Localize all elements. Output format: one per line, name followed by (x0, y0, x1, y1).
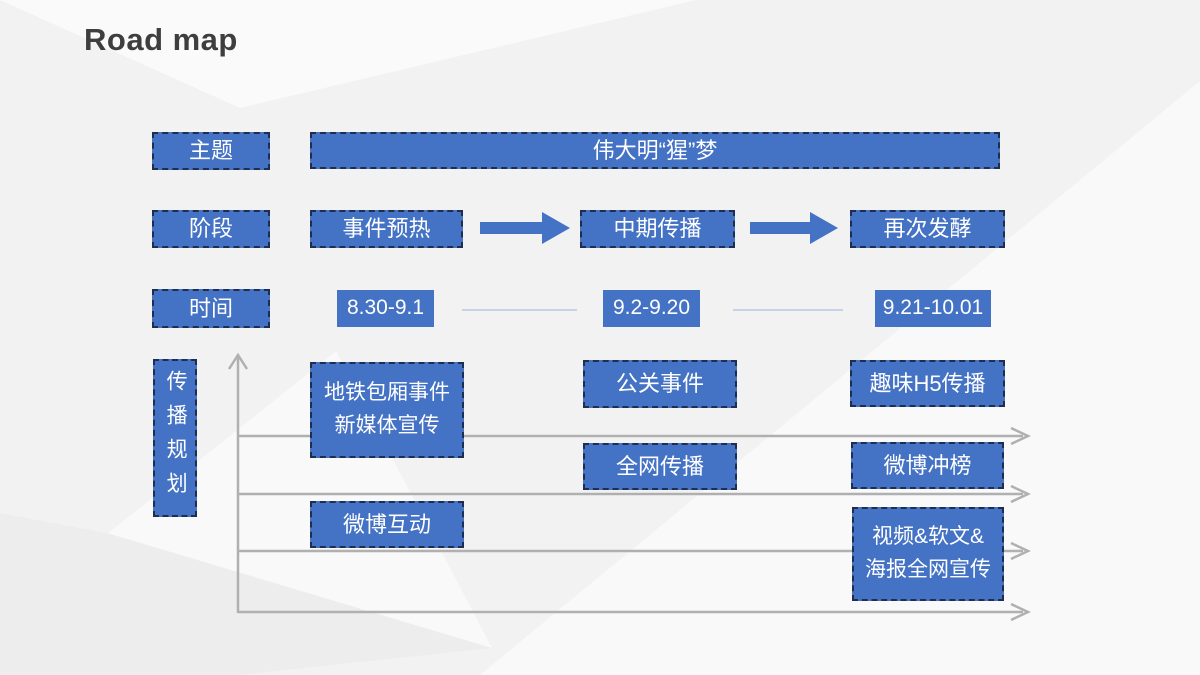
phase-text: 再次发酵 (883, 216, 972, 242)
plan-label: 传播规划 (164, 370, 188, 506)
plan-text: 新媒体宣传 (334, 414, 440, 437)
plan-text: 海报全网宣传 (865, 558, 991, 581)
time-box-2: 9.2-9.20 (603, 290, 700, 327)
theme-value-box: 伟大明“猩”梦 (310, 132, 1000, 169)
plan-box-weibo-ranking: 微博冲榜 (851, 442, 1004, 489)
plan-text: 地铁包厢事件 (324, 381, 450, 405)
stage-arrow-right-icon (750, 212, 838, 244)
plan-text: 全网传播 (615, 453, 704, 479)
theme-label-box: 主题 (152, 132, 270, 170)
phase-box-midterm: 中期传播 (580, 210, 735, 248)
plan-box-subway-event: 地铁包厢事件 新媒体宣传 (310, 362, 464, 458)
time-label-box: 时间 (152, 289, 270, 328)
phase-box-preheat: 事件预热 (310, 210, 463, 248)
vertical-axis-arrow-icon (227, 352, 249, 613)
time-box-3: 9.21-10.01 (875, 290, 991, 327)
plan-text: 微博冲榜 (883, 452, 972, 478)
plan-box-h5-spread: 趣味H5传播 (850, 360, 1005, 407)
plan-box-pr-event: 公关事件 (583, 360, 737, 408)
time-text: 8.30-9.1 (346, 296, 425, 320)
plan-box-video-poster: 视频&软文& 海报全网宣传 (852, 507, 1004, 601)
plan-box-weibo-interaction: 微博互动 (310, 501, 464, 548)
page-title: Road map (84, 22, 238, 57)
time-box-1: 8.30-9.1 (337, 290, 434, 327)
time-label: 时间 (188, 295, 233, 321)
time-text: 9.2-9.20 (612, 296, 691, 320)
plan-text: 视频&软文& (871, 525, 984, 549)
plan-text: 趣味H5传播 (869, 370, 986, 396)
plan-text: 微博互动 (342, 511, 431, 537)
phase-text: 中期传播 (613, 216, 702, 242)
plan-text: 公关事件 (615, 371, 704, 397)
time-text: 9.21-10.01 (882, 296, 984, 320)
plan-box-fullweb-spread: 全网传播 (583, 443, 737, 490)
phase-label-box: 阶段 (152, 210, 270, 248)
theme-value: 伟大明“猩”梦 (592, 137, 718, 163)
phase-label: 阶段 (188, 216, 233, 242)
plan-label-box: 传播规划 (153, 359, 197, 517)
stage-arrow-right-icon (480, 212, 570, 244)
phase-text: 事件预热 (342, 216, 431, 242)
theme-label: 主题 (188, 138, 233, 164)
phase-box-reignite: 再次发酵 (850, 210, 1005, 248)
plan-arrow-icon (238, 602, 1031, 622)
